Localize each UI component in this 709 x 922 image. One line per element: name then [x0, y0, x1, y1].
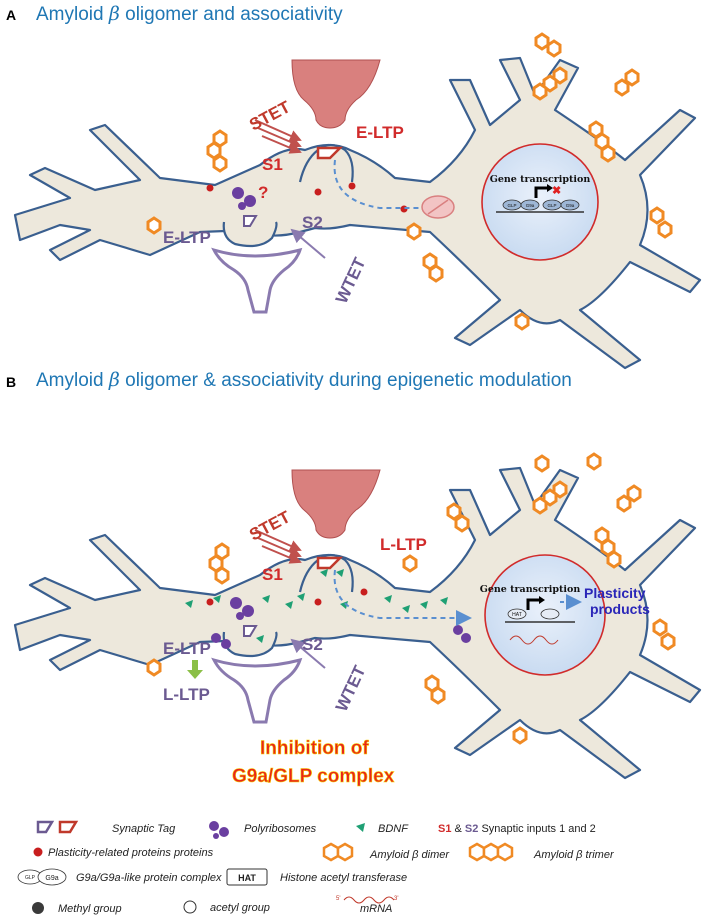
legend-prp: Plasticity-related proteins proteins	[33, 847, 214, 859]
legend-polyribosomes: Polyribosomes	[209, 821, 317, 839]
svg-text:BDNF: BDNF	[378, 823, 409, 835]
blocked-signal-a	[421, 195, 455, 219]
stet-label-a: STET	[246, 97, 294, 134]
svg-text:GLP: GLP	[507, 203, 516, 208]
question-mark-a: ?	[258, 183, 268, 202]
synaptic-tag-purple-b	[243, 625, 258, 637]
svg-text:S1 & S2 Synaptic inputs 1 and: S1 & S2 Synaptic inputs 1 and 2	[438, 823, 596, 835]
legend-synaptic-tag: Synaptic Tag	[36, 820, 176, 835]
legend-dimer-label: Amyloid β dimer	[369, 849, 450, 861]
s2-label-b: S2	[302, 635, 323, 654]
panel-a: A Amyloid β oligomer and associativity S…	[6, 3, 702, 370]
svg-text:mRNA: mRNA	[360, 903, 392, 915]
e-ltp-b: E-LTP	[163, 639, 211, 658]
svg-text:✖: ✖	[552, 185, 561, 197]
svg-text:GLP: GLP	[25, 875, 36, 881]
gene-transcription-b: Gene transcription	[480, 584, 581, 595]
gene-transcription-a: Gene transcription	[490, 174, 591, 185]
svg-text:G9a: G9a	[566, 203, 575, 208]
legend-mrna: 5' 3' mRNA	[336, 896, 398, 915]
plasticity-line2: products	[590, 601, 650, 617]
wtet-label-b: WTET	[332, 662, 370, 714]
svg-text:G9a: G9a	[526, 203, 535, 208]
synaptic-tag-red-a	[316, 146, 344, 160]
legend-methyl: Methyl group	[32, 902, 122, 915]
amyloid-aggregates-b	[146, 452, 676, 745]
s2-label-a: S2	[302, 213, 323, 232]
panel-b-letter: B	[6, 374, 16, 390]
svg-text:G9a/G9a-like protein complex: G9a/G9a-like protein complex	[76, 872, 222, 884]
svg-text:Synaptic Tag: Synaptic Tag	[112, 823, 176, 835]
prp-dots-b	[206, 588, 368, 606]
green-down-arrow	[187, 660, 203, 679]
svg-text:HAT: HAT	[512, 612, 522, 618]
svg-text:acetyl group: acetyl group	[210, 902, 270, 914]
chromatin-a: GLP G9a GLP G9a ✖	[496, 184, 584, 213]
spine-s1-a	[298, 143, 354, 183]
panel-b-title: Amyloid β oligomer & associativity durin…	[36, 369, 572, 391]
legend-dimer	[322, 842, 354, 862]
l-ltp-bottom-b: L-LTP	[163, 685, 210, 704]
svg-text:5': 5'	[336, 896, 340, 902]
synaptic-tag-red-b	[316, 556, 344, 570]
e-ltp-bottom-a: E-LTP	[163, 228, 211, 247]
plasticity-line1: Plasticity	[584, 585, 646, 601]
synaptic-tag-purple-a	[243, 215, 258, 227]
legend: Synaptic Tag Polyribosomes BDNF S1 & S2 …	[17, 820, 615, 915]
s1-label-b: S1	[262, 565, 283, 584]
legend-trimer-label: Amyloid β trimer	[533, 849, 615, 861]
svg-text:Plasticity-related proteins pr: Plasticity-related proteins proteins	[48, 847, 214, 859]
spine-s2-a	[222, 221, 278, 248]
svg-text:Histone acetyl transferase: Histone acetyl transferase	[280, 872, 407, 884]
legend-bdnf: BDNF	[356, 823, 409, 835]
inhibition-line1: Inhibition of	[260, 738, 369, 759]
bdnf-markers	[185, 569, 448, 643]
chromatin-b: HAT	[505, 594, 582, 645]
presynaptic-purple-a	[211, 247, 303, 314]
svg-text:HAT: HAT	[238, 873, 256, 883]
legend-hat: HAT Histone acetyl transferase	[226, 868, 407, 886]
stet-label-b: STET	[246, 507, 294, 544]
presynaptic-red-a	[291, 59, 381, 129]
e-ltp-top-a: E-LTP	[356, 123, 404, 142]
polyribosome-b	[211, 597, 471, 649]
legend-acetyl: acetyl group	[183, 900, 270, 914]
svg-text:GLP: GLP	[547, 203, 556, 208]
svg-text:3': 3'	[394, 896, 398, 902]
legend-trimer	[468, 842, 514, 862]
amyloid-aggregates-a	[146, 32, 673, 331]
presynaptic-purple-b	[211, 657, 303, 724]
panel-a-letter: A	[6, 7, 16, 23]
nucleus-a	[481, 143, 599, 261]
polyribosome-a	[232, 187, 256, 210]
svg-text:G9a: G9a	[45, 875, 58, 882]
svg-text:Methyl group: Methyl group	[58, 903, 122, 915]
panel-b: B Amyloid β oligomer & associativity dur…	[6, 369, 702, 787]
wtet-label-a: WTET	[332, 254, 370, 306]
panel-a-title: Amyloid β oligomer and associativity	[36, 3, 343, 25]
inhibition-line2: G9a/GLP complex	[232, 766, 395, 787]
legend-synaptic-inputs: S1 & S2 Synaptic inputs 1 and 2	[438, 823, 596, 835]
svg-text:Polyribosomes: Polyribosomes	[244, 823, 317, 835]
legend-g9a-complex: GLP G9a G9a/G9a-like protein complex	[17, 868, 222, 886]
s1-label-a: S1	[262, 155, 283, 174]
presynaptic-red-b	[291, 469, 381, 539]
l-ltp-top-b: L-LTP	[380, 535, 427, 554]
